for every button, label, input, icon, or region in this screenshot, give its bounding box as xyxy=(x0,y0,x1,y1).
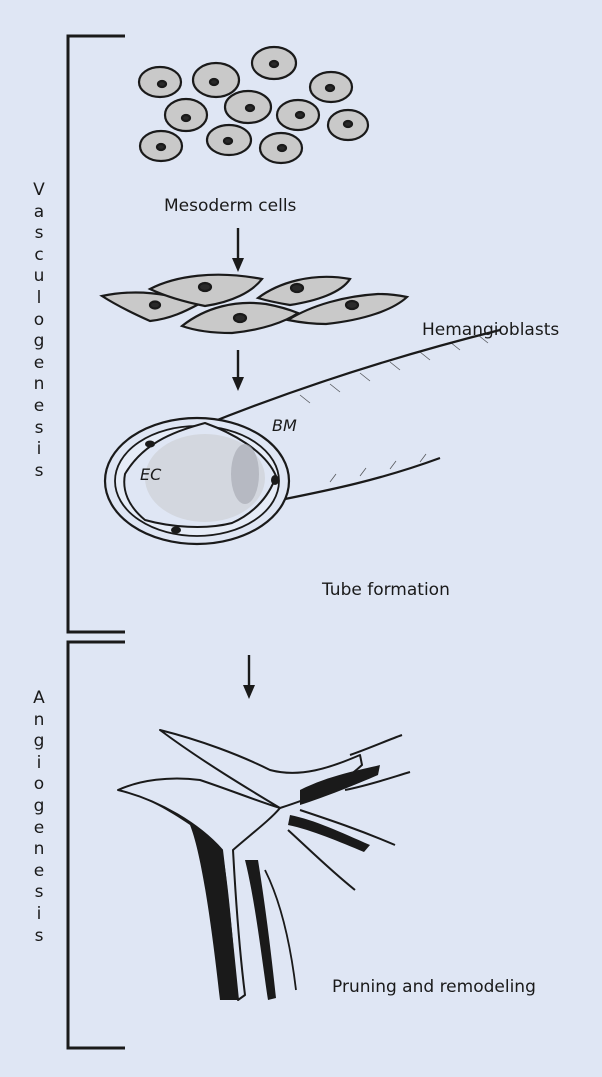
right-branch-tip-1 xyxy=(350,735,402,755)
mesoderm-cell xyxy=(260,133,302,163)
vasculogenesis-bracket xyxy=(68,36,125,632)
lumen-highlight xyxy=(231,444,259,504)
pruned-vessel-network xyxy=(118,730,410,1000)
label-hemangioblasts: Hemangioblasts xyxy=(422,320,559,340)
label-basement-membrane: BM xyxy=(272,416,297,435)
label-endothelial-cell: EC xyxy=(140,465,161,484)
mesoderm-cell xyxy=(277,100,319,130)
angiogenesis-bracket xyxy=(68,642,125,1048)
mesoderm-cell xyxy=(139,67,181,97)
mesoderm-cell xyxy=(207,125,251,155)
mesoderm-cell xyxy=(140,131,182,161)
label-tube-formation: Tube formation xyxy=(322,580,450,600)
mesoderm-cell xyxy=(310,72,352,102)
lower-branch xyxy=(245,860,276,1000)
mesoderm-cell xyxy=(328,110,368,140)
arrow-hemangioblasts-to-tube xyxy=(232,350,244,391)
endothelial-nucleus xyxy=(145,441,155,448)
endothelial-nucleus xyxy=(171,527,181,534)
label-mesoderm-cells: Mesoderm cells xyxy=(164,196,296,216)
mesoderm-cell xyxy=(225,91,271,123)
vessel-tube xyxy=(105,330,500,544)
label-pruning-remodeling: Pruning and remodeling xyxy=(332,977,536,997)
arrow-tube-to-pruning xyxy=(243,655,255,699)
hemangioblast-cell xyxy=(182,303,298,333)
mesoderm-cell xyxy=(165,99,207,131)
arrow-mesoderm-to-hemangioblasts xyxy=(232,228,244,272)
hemangioblast-cells xyxy=(102,275,407,333)
endothelial-nucleus xyxy=(271,475,279,485)
mesoderm-cell xyxy=(193,63,239,97)
mesoderm-cells xyxy=(139,47,368,163)
mesoderm-cell xyxy=(252,47,296,79)
